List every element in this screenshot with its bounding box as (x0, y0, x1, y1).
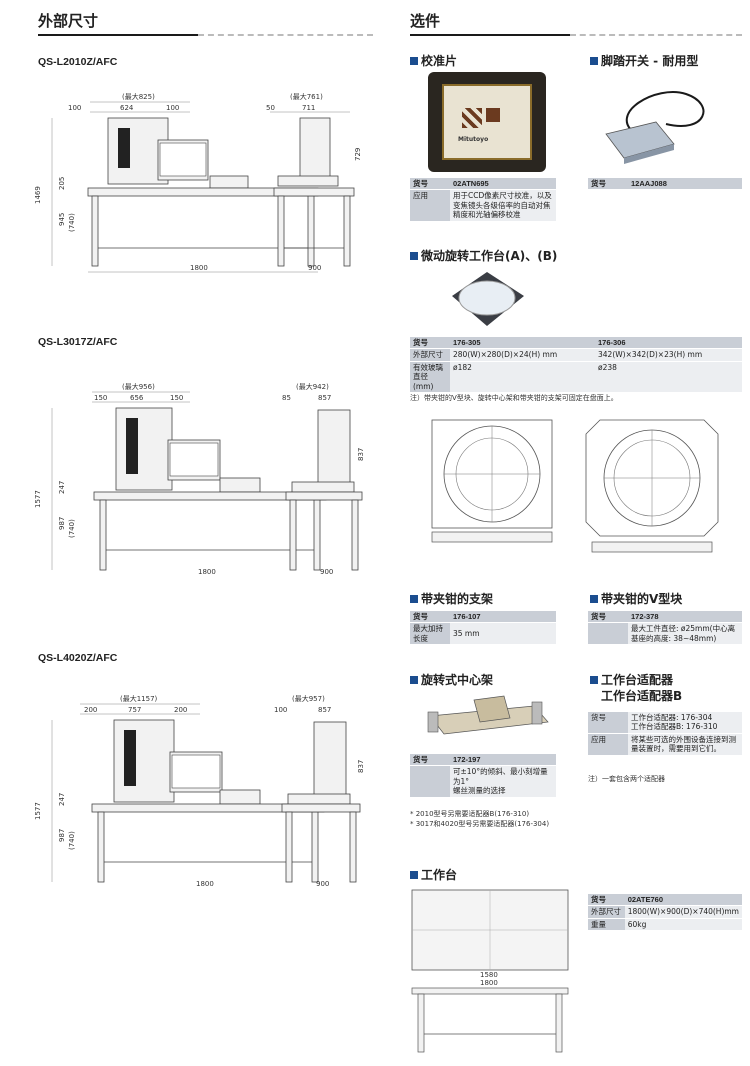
dim-w3: 200 (174, 706, 187, 714)
right-header: 选件 (410, 12, 441, 30)
side-dim-d1: 100 (274, 706, 287, 714)
left-header-dash (198, 34, 373, 36)
side-dim-depth: 900 (308, 264, 321, 272)
rotary-note: 注）带夹钳的V型块、旋转中心架和带夹钳的支架可固定在盘面上。 (410, 394, 618, 402)
foot-title: 脚踏开关 - 耐用型 (590, 52, 698, 69)
side-dim-d1: 85 (282, 394, 291, 402)
side-dim-max: (最大761) (290, 92, 323, 101)
model-name: QS-L4020Z/AFC (38, 652, 118, 664)
dim-total: 1800 (198, 568, 216, 576)
workbench-title: 工作台 (410, 866, 457, 883)
model-1-drawing: (最大825) 100 624 100 1800 1469 205 945 (7… (34, 92, 362, 273)
calib-image: Mitutoyo (428, 72, 546, 172)
left-header-rule (38, 34, 198, 36)
workbench-drawing: 1580 1800 (411, 889, 569, 1053)
side-dim-depth: 900 (316, 880, 329, 888)
right-header-dash (570, 34, 742, 36)
model-name: QS-L2010Z/AFC (38, 56, 118, 68)
svg-text:1580: 1580 (480, 971, 498, 979)
dim-w1: 100 (68, 104, 81, 112)
left-header: 外部尺寸 (38, 12, 99, 30)
dim-h-table2: (740) (68, 831, 76, 850)
dim-h-table: 987 (58, 829, 66, 842)
side-dim-depth: 900 (320, 568, 333, 576)
center-note-1: * 2010型号另需要适配器B(176-310) (410, 810, 530, 818)
side-dim-h: 729 (354, 148, 362, 161)
dim-max-width: (最大1157) (120, 694, 158, 703)
dim-h-total: 1577 (34, 802, 42, 820)
foot-image (605, 91, 705, 164)
clamp-stand-title: 带夹钳的支架 (410, 590, 493, 607)
side-dim-d2: 857 (318, 706, 331, 714)
dim-h-total: 1577 (34, 490, 42, 508)
calib-logo: Mitutoyo (458, 136, 489, 143)
dim-max-width: (最大825) (122, 92, 155, 101)
dim-w2: 624 (120, 104, 134, 112)
dim-h-total: 1469 (34, 186, 42, 204)
side-dim-h: 837 (357, 760, 365, 773)
model-2-drawing: (最大956) 150 656 150 1800 1577 247 987 (7… (34, 382, 365, 576)
side-dim-h: 837 (357, 448, 365, 461)
rotary-drawings (431, 419, 719, 553)
side-dim-d2: 857 (318, 394, 331, 402)
dim-w3: 150 (170, 394, 183, 402)
dim-h-mid: 247 (58, 793, 66, 806)
model-3-drawing: (最大1157) 200 757 200 1800 1577 247 987 (… (34, 694, 365, 888)
dim-h-table2: (740) (68, 519, 76, 538)
side-dim-max: (最大942) (296, 382, 329, 391)
rotary-image (452, 272, 524, 326)
dim-h-table: 987 (58, 517, 66, 530)
dim-w2: 656 (130, 394, 144, 402)
dim-h-table2: (740) (68, 213, 76, 232)
right-header-rule (410, 34, 570, 36)
dim-max-width: (最大956) (122, 382, 155, 391)
dim-h-mid: 247 (58, 481, 66, 494)
side-dim-max: (最大957) (292, 694, 325, 703)
dim-h-mid: 205 (58, 177, 66, 190)
adapter-title: 工作台适配器 (590, 671, 673, 688)
dim-h-table: 945 (58, 213, 66, 226)
dim-w3: 100 (166, 104, 179, 112)
dim-total: 1800 (196, 880, 214, 888)
dim-w1: 200 (84, 706, 97, 714)
vblock-title: 带夹钳的V型块 (590, 590, 682, 607)
side-dim-d2: 711 (302, 104, 315, 112)
center-title: 旋转式中心架 (410, 671, 493, 688)
calib-title: 校准片 (410, 52, 457, 69)
adapter-title-2: 工作台适配器B (601, 689, 683, 703)
center-image (427, 695, 549, 735)
side-dim-d1: 50 (266, 104, 275, 112)
dim-w1: 150 (94, 394, 107, 402)
rotary-title: 微动旋转工作台(A)、(B) (410, 247, 557, 264)
dim-w2: 757 (128, 706, 141, 714)
model-name: QS-L3017Z/AFC (38, 336, 118, 348)
center-note-2: * 3017和4020型号另需要适配器(176-304) (410, 820, 550, 828)
svg-text:1800: 1800 (480, 979, 498, 987)
adapter-note: 注）一套包含两个适配器 (588, 775, 665, 783)
dim-total: 1800 (190, 264, 208, 272)
